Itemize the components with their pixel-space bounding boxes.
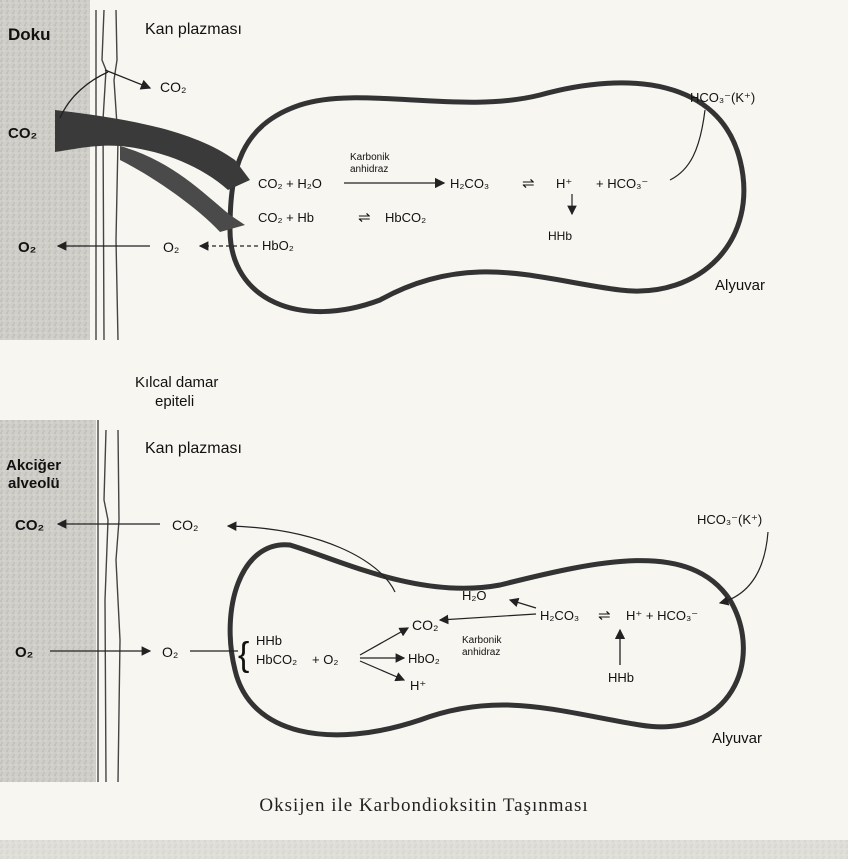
co2-plasma-label: CO₂: [160, 79, 186, 95]
hbo2-bottom: HbO₂: [408, 651, 440, 666]
enzyme-label-bottom-1: Karbonik: [462, 635, 502, 646]
o2-alveolus-label: O₂: [15, 644, 33, 661]
reaction1-reactants: CO₂ + H₂O: [258, 176, 322, 191]
reaction1-equilibrium: ⇌: [522, 175, 535, 192]
o2-plasma-top: O₂: [163, 239, 179, 255]
to-hplus-arrow: [360, 661, 404, 680]
reaction1-hco3: + HCO₃⁻: [596, 176, 648, 191]
hco3-label-top: HCO₃⁻(K⁺): [690, 90, 755, 105]
to-co2-arrow: [360, 628, 408, 655]
reaction2-equilibrium: ⇌: [358, 209, 371, 226]
brace: {: [238, 636, 249, 674]
capillary-wall-top: [96, 10, 118, 340]
rbc-label-top: Alyuvar: [715, 277, 765, 294]
capillary-label-1: Kılcal damar: [135, 374, 218, 391]
reaction1-hplus: H⁺: [556, 176, 572, 191]
plus-o2: + O₂: [312, 652, 338, 667]
hhb-top-bottom: HHb: [256, 633, 282, 648]
enzyme-label-top-2: anhidraz: [350, 164, 388, 175]
hco3-label-bottom: HCO₃⁻(K⁺): [697, 512, 762, 527]
h2o-bottom: H₂O: [462, 588, 487, 603]
hhb-right: HHb: [608, 670, 634, 685]
h2co3-to-h2o-arrow: [510, 600, 536, 608]
co2-alveolus-label: CO₂: [15, 517, 44, 534]
hbo2-top: HbO₂: [262, 238, 294, 253]
alveolus-label-1: Akciğer: [6, 457, 61, 474]
h-plus-bottom: H⁺: [410, 678, 426, 693]
rbc-label-bottom: Alyuvar: [712, 730, 762, 747]
tissue-region: [0, 0, 90, 340]
hco3-leader-top: [670, 110, 705, 180]
plasma-label-top: Kan plazması: [145, 21, 242, 38]
capillary-wall-bottom: [98, 420, 120, 782]
rbc-top: [230, 83, 744, 312]
enzyme-label-top-1: Karbonik: [350, 152, 390, 163]
co2-plasma-bottom: CO₂: [172, 517, 198, 533]
equilibrium-bottom: ⇌: [598, 607, 611, 624]
h-plus-hco3-bottom: H⁺ + HCO₃⁻: [626, 608, 698, 623]
co2-tissue-label: CO₂: [8, 125, 37, 142]
reaction2-product: HbCO₂: [385, 210, 426, 225]
hbco2-bottom: HbCO₂: [256, 652, 297, 667]
o2-plasma-bottom: O₂: [162, 644, 178, 660]
co2-out-arrow: [105, 70, 150, 88]
page-edge: [0, 840, 848, 859]
co2-rbc: CO₂: [412, 617, 438, 633]
reaction1-h2co3: H₂CO₃: [450, 176, 489, 191]
capillary-label-2: epiteli: [155, 393, 194, 410]
enzyme-label-bottom-2: anhidraz: [462, 647, 500, 658]
reaction2-reactants: CO₂ + Hb: [258, 210, 314, 225]
h2co3-bottom: H₂CO₃: [540, 608, 579, 623]
tissue-label: Doku: [8, 25, 51, 44]
figure-caption: Oksijen ile Karbondioksitin Taşınması: [259, 795, 588, 816]
hhb-top: HHb: [548, 229, 572, 243]
h2co3-to-co2-arrow: [440, 614, 536, 620]
alveolus-label-2: alveolü: [8, 475, 60, 492]
o2-tissue-label: O₂: [18, 239, 36, 256]
plasma-label-bottom: Kan plazması: [145, 440, 242, 457]
